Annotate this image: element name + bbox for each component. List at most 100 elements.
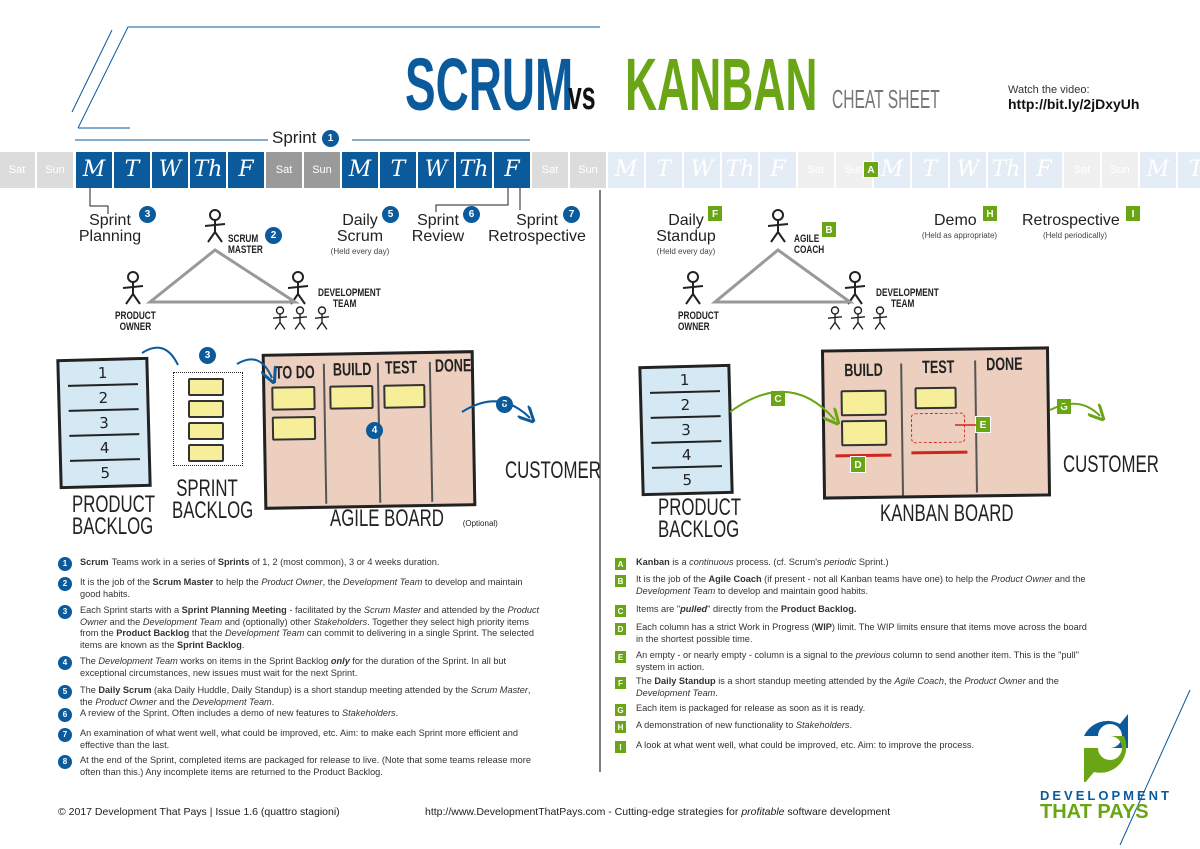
note-badge: 6 xyxy=(58,708,72,722)
text-segment: A demonstration of new functionality to xyxy=(636,720,796,730)
text-segment: can commit to delivering in a single Spr… xyxy=(80,628,535,650)
sprint-backlog-box xyxy=(173,372,243,466)
title-subtitle: CHEAT SHEET xyxy=(832,84,940,114)
text-segment: Stakeholders xyxy=(795,720,850,730)
footer-copyright: © 2017 Development That Pays | Issue 1.6… xyxy=(58,806,340,818)
badge-b: B xyxy=(821,221,837,238)
text-segment: is a xyxy=(669,557,690,567)
text-segment: Development Team xyxy=(225,628,305,638)
text-segment: Development Team xyxy=(636,687,716,698)
kanban-board-title: KANBAN BOARD xyxy=(880,500,1014,527)
text-segment: Product Owner xyxy=(95,696,157,707)
day-f: F xyxy=(228,152,264,188)
text-segment: Each column has a strict Work in Progres… xyxy=(636,622,815,632)
text-segment: Development Team xyxy=(98,656,178,666)
text-segment: Stakeholders xyxy=(342,708,396,718)
text-segment: A look at what went well, what could be … xyxy=(636,740,975,750)
text-segment: The xyxy=(80,685,99,695)
badge-3: 3 xyxy=(139,206,156,223)
day-f: F xyxy=(760,152,796,188)
badge-2: 2 xyxy=(265,227,282,244)
text-segment: Development Team xyxy=(636,585,716,596)
note-badge: A xyxy=(614,557,627,571)
day-t: T xyxy=(912,152,948,188)
text-segment: to help the xyxy=(213,577,262,587)
footer-url[interactable]: http://www.DevelopmentThatPays.com xyxy=(425,806,606,818)
text-segment: . xyxy=(849,720,853,730)
note-badge: D xyxy=(614,622,627,636)
note-badge: 7 xyxy=(58,728,72,742)
sprint-label: Sprint xyxy=(272,128,317,147)
day-w: W xyxy=(418,152,454,188)
note-badge: I xyxy=(614,740,627,754)
text-segment: Product Backlog. xyxy=(780,604,857,614)
person-icon xyxy=(827,306,843,330)
demo-note: (Held as appropriate) xyxy=(921,231,998,240)
text-segment: It is the job of the xyxy=(636,574,709,584)
person-icon xyxy=(272,306,288,330)
badge-d: D xyxy=(850,456,866,473)
day-t: T xyxy=(380,152,416,188)
day-th: Th xyxy=(988,152,1024,188)
text-segment: At the end of the Sprint, completed item… xyxy=(80,755,531,777)
note-badge: 2 xyxy=(58,577,72,591)
text-segment: (aka Daily Huddle, Daily Standup) is a s… xyxy=(151,685,471,695)
text-segment: and the xyxy=(107,616,143,627)
note-badge: C xyxy=(614,604,627,618)
text-segment: Teams work in a series of xyxy=(111,557,218,567)
day-sun: Sun xyxy=(304,152,340,188)
text-segment: The xyxy=(80,656,99,666)
badge-6: 6 xyxy=(463,206,480,223)
person-icon xyxy=(122,271,144,305)
daily-standup-note: (Held every day) xyxy=(656,247,716,256)
title-kanban: KANBAN xyxy=(625,43,818,126)
text-segment: column to send another item. This is the… xyxy=(636,650,1079,672)
text-segment: Scrum Master xyxy=(363,605,422,615)
person-icon xyxy=(850,306,866,330)
kanban-badge: A xyxy=(863,161,879,178)
customer-label-kanban: CUSTOMER xyxy=(1063,451,1159,478)
sprint-badge: 1 xyxy=(322,130,339,147)
note-badge: F xyxy=(614,676,627,690)
day-sun: Sun xyxy=(37,152,73,188)
event-demo: Demo xyxy=(934,212,977,229)
text-segment: , the xyxy=(322,577,344,587)
text-segment: A review of the Sprint. Often includes a… xyxy=(80,708,342,718)
day-m: M xyxy=(874,152,910,188)
text-segment: Development Team xyxy=(142,616,223,627)
text-segment: process. (cf. Scrum's xyxy=(733,557,825,567)
text-segment: for the duration of the Sprint. In all b… xyxy=(80,656,507,678)
text-segment: only xyxy=(330,656,350,666)
text-segment: WIP xyxy=(814,622,832,632)
text-segment: . xyxy=(271,696,275,707)
badge-c: C xyxy=(770,390,786,407)
event-retrospective: Retrospective xyxy=(1022,212,1120,229)
text-segment: It is the job of the xyxy=(80,577,153,587)
text-segment: and (optionally) other xyxy=(222,616,314,627)
video-link[interactable]: http://bit.ly/2jDxyUh xyxy=(1008,96,1140,112)
text-segment: to develop and maintain good habits. xyxy=(80,577,523,599)
text-segment: Sprints xyxy=(217,557,250,567)
note-badge: 1 xyxy=(58,557,72,571)
text-segment: Scrum xyxy=(80,557,109,567)
text-segment: Development Team xyxy=(343,577,423,587)
note-badge: 3 xyxy=(58,605,72,619)
text-segment: , the xyxy=(943,676,965,686)
text-segment: ) limit. The WIP limits ensure that item… xyxy=(636,622,1087,644)
badge-7: 7 xyxy=(563,206,580,223)
badge-i: I xyxy=(1125,205,1141,222)
text-segment: Items are " xyxy=(636,604,681,614)
text-segment: . Together they select high priority ite… xyxy=(80,616,529,639)
text-segment: Kanban xyxy=(636,557,670,567)
person-icon xyxy=(872,306,888,330)
badge-4: 4 xyxy=(366,422,383,439)
day-t: T xyxy=(114,152,150,188)
